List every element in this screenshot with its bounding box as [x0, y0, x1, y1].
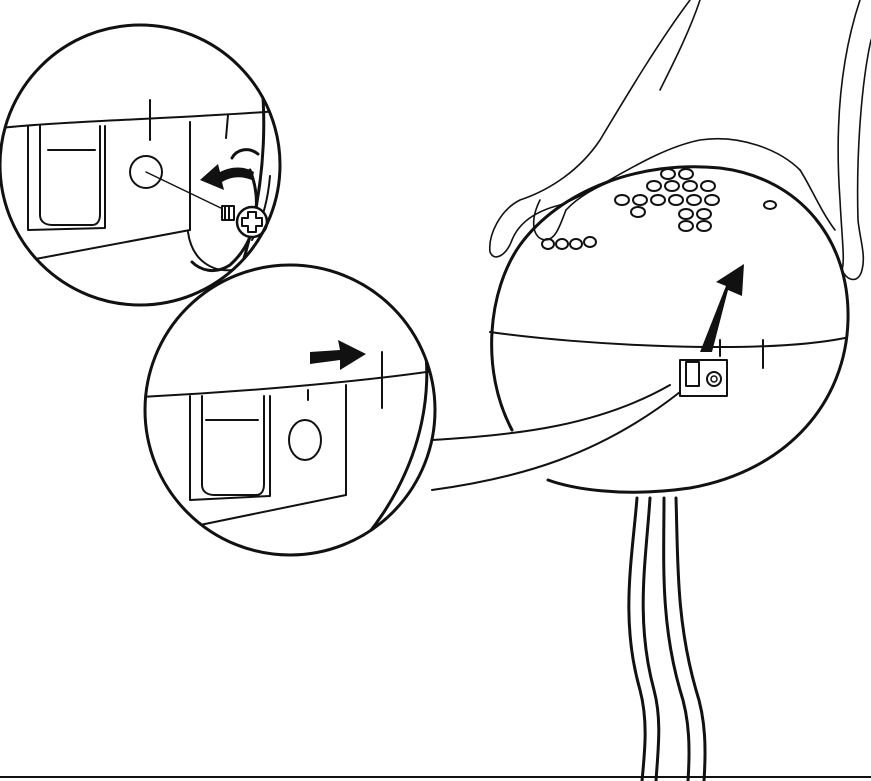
- lift-arrow: [700, 264, 744, 352]
- zoom-callout-slide-lock: [140, 265, 440, 555]
- zoom-callout-connector: [432, 385, 680, 490]
- speaker-grille: [542, 169, 776, 249]
- hand: [490, 0, 871, 279]
- speaker-dome: [490, 167, 848, 492]
- cable-bundle: [0, 498, 871, 781]
- zoom-callout-screw-removal: [0, 20, 290, 305]
